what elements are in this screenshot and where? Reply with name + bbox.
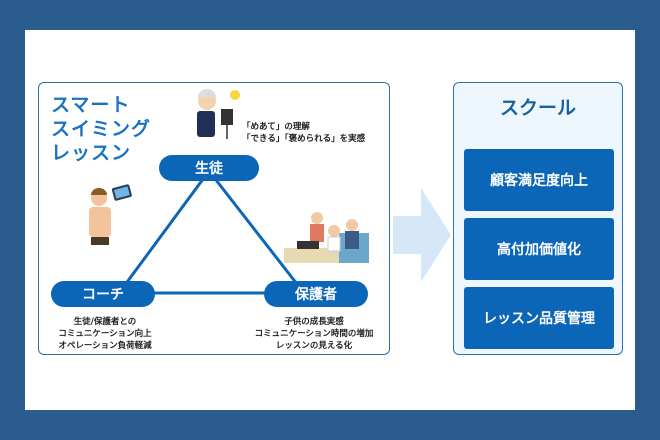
diagram-canvas: スマート スイミング レッスン	[25, 30, 635, 410]
note-line: コミュニケーション向上	[58, 329, 152, 339]
note-line: コミュニケーション時間の増加	[254, 329, 374, 339]
node-guardian: 保護者	[264, 281, 368, 307]
note-line: 「めあて」の理解	[242, 122, 310, 132]
smart-lesson-panel: スマート スイミング レッスン	[38, 82, 390, 355]
school-item-quality: レッスン品質管理	[464, 287, 614, 349]
school-item-satisfaction: 顧客満足度向上	[464, 149, 614, 211]
note-line: 「できる」「褒められる」を実感	[242, 134, 366, 144]
school-item-added-value: 高付加価値化	[464, 218, 614, 280]
title-line: レッスン	[51, 142, 132, 164]
note-line: オペレーション負荷軽減	[58, 341, 152, 351]
node-student: 生徒	[159, 155, 259, 181]
note-line: 子供の成長実感	[284, 317, 344, 327]
panel-title: スマート スイミング レッスン	[51, 93, 151, 165]
student-notes: 「めあて」の理解 「できる」「褒められる」を実感	[242, 121, 365, 145]
student-illustration	[197, 89, 240, 139]
triangle-lines	[117, 170, 306, 295]
coach-notes: 生徒/保護者との コミュニケーション向上 オペレーション負荷軽減	[45, 316, 165, 352]
node-coach: コーチ	[51, 281, 155, 307]
arrow-right-icon	[393, 188, 451, 282]
triangle-diagram	[89, 89, 369, 295]
title-line: スイミング	[51, 118, 152, 140]
guardian-illustration	[284, 212, 369, 263]
school-title: スクール	[499, 97, 576, 119]
school-panel: スクール 顧客満足度向上 高付加価値化 レッスン品質管理	[453, 82, 623, 355]
note-line: 生徒/保護者との	[73, 317, 137, 327]
title-line: スマート	[51, 94, 131, 116]
guardian-notes: 子供の成長実感 コミュニケーション時間の増加 レッスンの見える化	[239, 316, 389, 352]
note-line: レッスンの見える化	[275, 341, 353, 351]
coach-illustration	[89, 184, 132, 245]
